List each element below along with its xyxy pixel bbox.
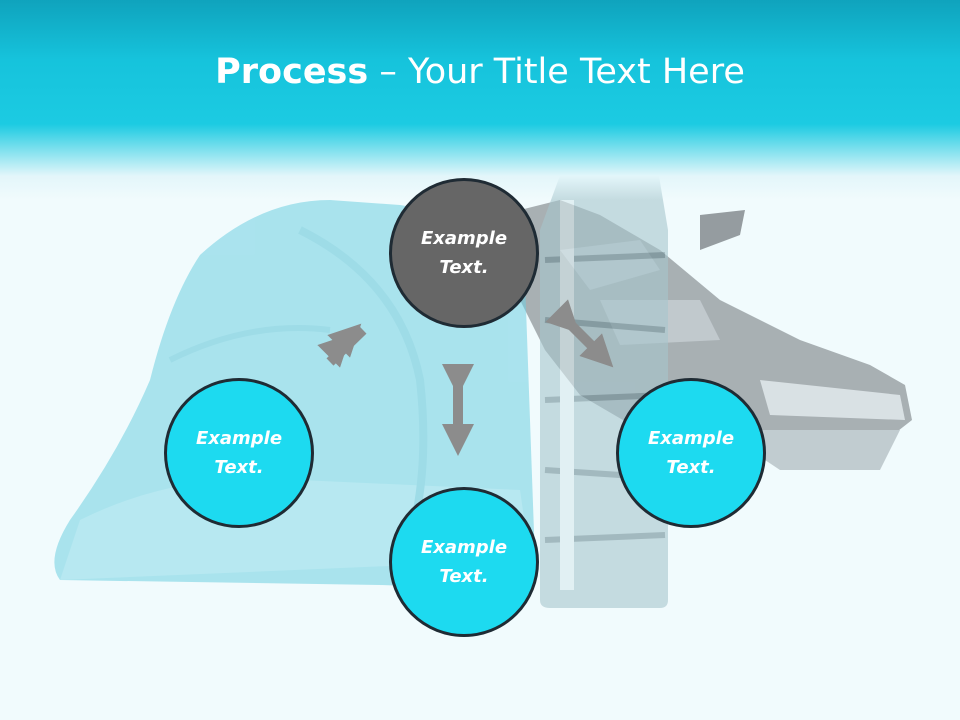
header-band (0, 0, 960, 200)
diagonal-arrow-right-shaft (545, 299, 614, 368)
diagonal-arrow-left (317, 323, 362, 368)
title-bold: Process (215, 52, 369, 92)
process-node-top: Example Text. (389, 178, 539, 328)
slide-title: Process – Your Title Text Here (0, 52, 960, 92)
process-node-left: Example Text. (164, 378, 314, 528)
node-text: Example Text. (647, 428, 735, 478)
process-node-bottom: Example Text. (389, 487, 539, 637)
node-text: Example Text. (420, 537, 508, 587)
node-text: Example Text. (420, 228, 508, 278)
process-node-right: Example Text. (616, 378, 766, 528)
diagonal-arrow-left-shaft (326, 326, 367, 366)
title-regular: – Your Title Text Here (368, 52, 745, 92)
node-text: Example Text. (195, 428, 283, 478)
